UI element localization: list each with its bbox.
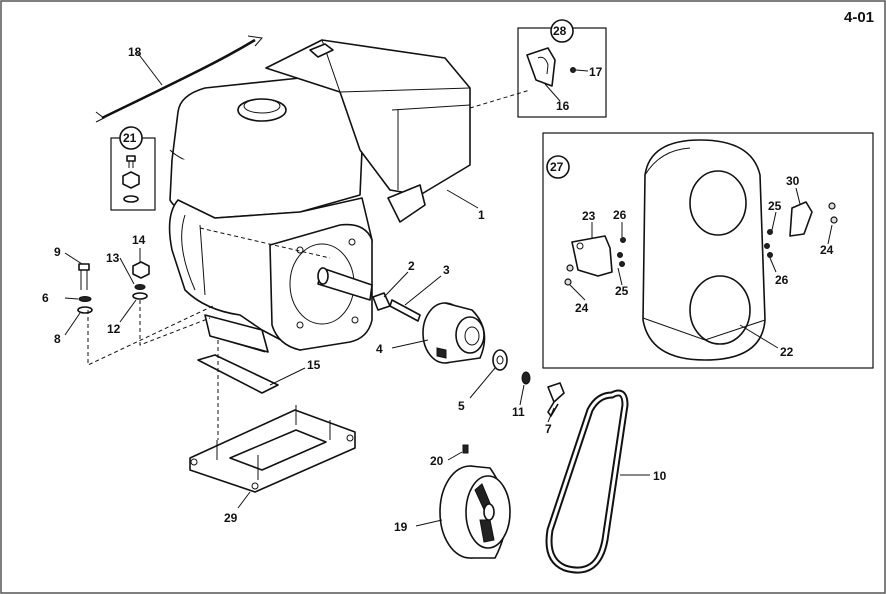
assembly-line xyxy=(87,304,216,366)
mounting-plate-29 xyxy=(189,405,356,493)
callout-18: 18 xyxy=(128,45,142,59)
callout-25-right: 25 xyxy=(768,199,782,213)
assembly-line xyxy=(139,300,211,346)
callout-17: 17 xyxy=(589,65,603,79)
callout-5: 5 xyxy=(458,399,465,413)
callout-22: 22 xyxy=(780,345,794,359)
callout-1: 1 xyxy=(478,208,485,222)
callout-14: 14 xyxy=(132,233,146,247)
callout-3: 3 xyxy=(443,263,450,277)
callout-12: 12 xyxy=(107,322,121,336)
clutch-4 xyxy=(422,302,486,364)
callout-8: 8 xyxy=(54,332,61,346)
callout-9: 9 xyxy=(54,245,61,259)
kit-28-label: 28 xyxy=(553,24,567,38)
callout-10: 10 xyxy=(653,469,667,483)
assembly-line xyxy=(199,227,331,259)
leader-lines xyxy=(64,51,833,527)
callout-24-right: 24 xyxy=(820,243,834,257)
callout-6: 6 xyxy=(42,291,49,305)
page-number: 4-01 xyxy=(844,9,874,26)
callout-4: 4 xyxy=(376,342,383,356)
callout-23: 23 xyxy=(582,209,596,223)
kit-27-label: 27 xyxy=(550,160,564,174)
v-belt-10 xyxy=(545,389,629,574)
callout-13: 13 xyxy=(106,251,120,265)
assembly-line xyxy=(469,89,531,109)
wire-harness-18 xyxy=(95,35,263,123)
callout-26-left: 26 xyxy=(613,208,627,222)
callout-labels: 1 2 3 4 5 6 7 8 9 10 11 12 13 14 15 16 1… xyxy=(42,45,834,534)
engine-assembly xyxy=(168,39,471,353)
pulley-19 xyxy=(439,465,511,559)
kit-27-box xyxy=(542,132,874,369)
callout-24-left: 24 xyxy=(575,301,589,315)
callout-7: 7 xyxy=(545,422,552,436)
callout-26-right: 26 xyxy=(775,273,789,287)
callout-30: 30 xyxy=(786,174,800,188)
callout-16: 16 xyxy=(556,99,570,113)
callout-15: 15 xyxy=(307,358,321,372)
callout-2: 2 xyxy=(408,259,415,273)
callout-25-left: 25 xyxy=(615,284,629,298)
callout-19: 19 xyxy=(394,520,408,534)
callout-11: 11 xyxy=(512,405,525,419)
callout-29: 29 xyxy=(224,511,238,525)
callout-20: 20 xyxy=(430,454,444,468)
kit-21-label: 21 xyxy=(123,131,137,145)
belt-guard-22 xyxy=(642,139,766,361)
bracket-16 xyxy=(526,47,556,87)
